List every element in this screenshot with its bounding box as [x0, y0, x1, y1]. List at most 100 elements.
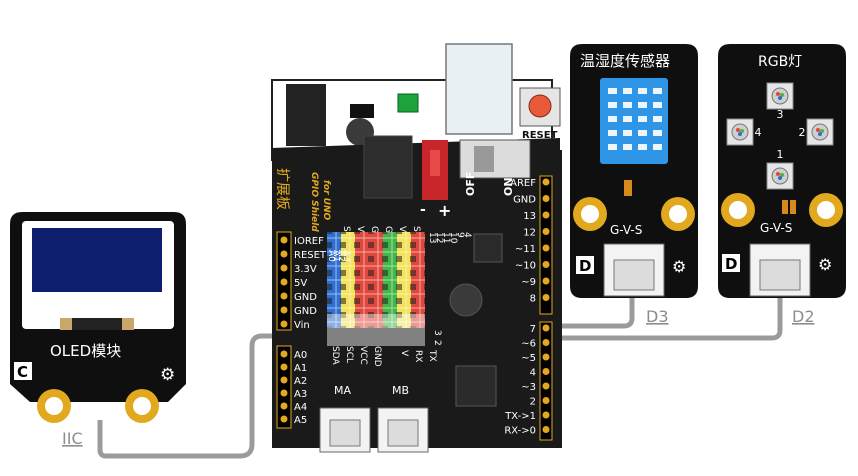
digital-pin-label: TX->1: [504, 411, 536, 422]
column-letter: G: [369, 226, 379, 233]
rgb-led: 1: [766, 148, 794, 190]
analog-pin-label: A5: [294, 415, 307, 426]
pin-grid: [327, 232, 425, 346]
d2-pin-label: 2: [432, 340, 442, 346]
reset-button-body: [519, 87, 561, 127]
i2c-pin-label: GND: [372, 346, 382, 367]
dht-title: 温湿度传感器: [580, 52, 670, 70]
wire-d3: [420, 296, 635, 329]
analog-pin-label: A1: [294, 363, 307, 374]
i2c-pin-label: SDA: [330, 346, 340, 365]
rgb-title: RGB灯: [758, 54, 802, 70]
rgb-led: 4: [726, 118, 762, 146]
gear-icon: ⚙: [672, 257, 686, 276]
switch-off-label: OFF: [464, 172, 477, 196]
column-letter: V: [397, 226, 407, 233]
header-top-label: 11: [441, 232, 451, 243]
gpio-shield: RESET OFF ON - + 扩展板 GPIO Shield for UNO…: [271, 43, 562, 453]
header-top-label: 12: [434, 232, 444, 243]
column-letter: V: [355, 226, 365, 233]
reset-button[interactable]: [528, 94, 552, 118]
switch-on-label: ON: [502, 177, 515, 196]
serial-pin-label: TX: [427, 349, 437, 362]
rgb-led: 3: [766, 82, 794, 121]
power-pin-label: GND: [294, 292, 317, 303]
header-side-label: A1: [331, 250, 341, 262]
dht-pins-label: G-V-S: [610, 223, 642, 237]
serial-pin-label: V: [399, 350, 409, 357]
i2c-pin-label: SCL: [344, 346, 354, 363]
rgb-module: RGB灯 1 2 3 4 G-V-S D ⚙: [718, 44, 846, 298]
header-side-label: A2: [336, 250, 346, 262]
digital-pin-label: 12: [523, 228, 536, 239]
power-pin-label: 5V: [294, 278, 307, 289]
buzzer: [449, 283, 483, 317]
rgb-led-number: 2: [799, 126, 806, 139]
column-letter: S: [411, 226, 421, 232]
serial-pin-label: RX: [413, 350, 423, 362]
column-letter: S: [341, 226, 351, 232]
digital-pin-label: GND: [513, 195, 536, 206]
dht-module: 温湿度传感器 G-V-S D ⚙: [570, 44, 698, 298]
header-top-label: 13: [427, 232, 437, 243]
analog-pin-label: A0: [294, 350, 307, 361]
power-jack: [286, 84, 326, 146]
oled-corner-label: C: [17, 363, 28, 381]
rgb-led-number: 1: [777, 148, 784, 161]
analog-pin-label: A4: [294, 402, 307, 413]
digital-pin-label: 4: [530, 368, 536, 379]
d2-wire-label: D2: [792, 307, 815, 326]
oled-label: OLED模块: [50, 342, 121, 360]
shield-cn-label: 扩展板: [274, 168, 290, 210]
iic-wire-label: IIC: [62, 429, 83, 448]
wire-d2: [420, 296, 783, 341]
dht-sensor: [600, 78, 668, 164]
rgb-led: 2: [799, 118, 834, 146]
power-pin-label: RESET: [294, 250, 327, 261]
digital-pin-label: RX->0: [504, 426, 536, 437]
gear-icon: ⚙: [818, 255, 832, 274]
rgb-pins-label: G-V-S: [760, 221, 792, 235]
digital-pin-label: 8: [530, 294, 536, 305]
motor-a-label: MA: [334, 384, 351, 397]
motor-b-label: MB: [392, 384, 409, 397]
rgb-led-number: 4: [755, 126, 762, 139]
digital-pin-label: AREF: [510, 178, 536, 189]
analog-pin-label: A3: [294, 389, 307, 400]
shield-en-label-1: GPIO Shield: [309, 172, 319, 232]
d3-pin-label: 3: [432, 330, 442, 336]
header-top-label: 4: [462, 232, 472, 238]
digital-pin-label: ~5: [521, 353, 536, 364]
plus-label: +: [438, 201, 451, 220]
analog-pin-label: A2: [294, 376, 307, 387]
header-side-label: A0: [326, 250, 336, 262]
d3-wire-label: D3: [646, 307, 669, 326]
minus-label: -: [420, 202, 426, 218]
wire-iic: [97, 333, 425, 459]
gear-icon: ⚙: [160, 365, 175, 385]
header-top-label: 9: [455, 232, 465, 238]
power-pin-label: IOREF: [294, 236, 324, 247]
power-switch[interactable]: [459, 139, 531, 179]
power-pin-label: Vin: [294, 320, 310, 331]
oled-module: OLED模块 C ⚙: [10, 212, 186, 423]
reset-label: RESET: [522, 130, 558, 141]
shield-en-label-2: for UNO: [321, 180, 331, 221]
digital-pin-label: 13: [523, 211, 536, 222]
power-pin-label: GND: [294, 306, 317, 317]
digital-pin-label: ~11: [515, 244, 536, 255]
digital-pin-label: ~10: [515, 261, 536, 272]
digital-pin-label: 2: [530, 397, 536, 408]
rgb-corner-label: D: [725, 255, 737, 273]
digital-pin-label: 7: [530, 324, 536, 335]
header-side-label: A3: [341, 250, 351, 262]
digital-pin-label: ~3: [521, 382, 536, 393]
dht-corner-label: D: [579, 257, 591, 275]
i2c-pin-label: VCC: [358, 346, 368, 365]
power-pin-label: 3.3V: [294, 264, 317, 275]
rgb-led-number: 3: [777, 108, 784, 121]
usb-connector: [445, 43, 513, 135]
oled-screen: [32, 228, 162, 292]
digital-pin-label: ~9: [521, 277, 536, 288]
